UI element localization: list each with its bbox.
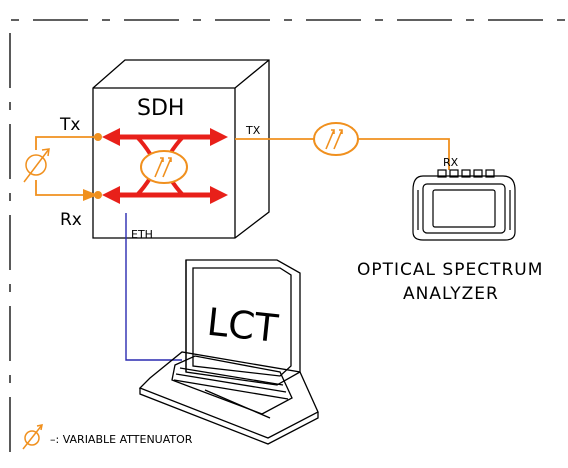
eth-label: ETH	[131, 228, 153, 241]
internal-attenuator-icon	[140, 150, 188, 184]
lct-laptop	[138, 259, 319, 445]
variable-attenuator-icon	[23, 148, 50, 183]
tx-right-label: TX	[245, 124, 261, 137]
spectrum-analyzer-device	[412, 169, 516, 241]
rx-port-dot	[94, 191, 102, 199]
ethernet-cable	[125, 213, 182, 361]
analyzer-label-line1: OPTICAL SPECTRUM	[357, 260, 543, 280]
tx-port-dot	[94, 133, 102, 141]
legend-text: –: VARIABLE ATTENUATOR	[50, 433, 193, 446]
loopback-fiber	[35, 136, 98, 196]
inline-attenuator-icon	[313, 122, 359, 156]
rx-arrowhead	[83, 189, 98, 201]
analyzer-label-line2: ANALYZER	[403, 284, 499, 304]
dashed-frame	[9, 19, 568, 452]
sdh-label: SDH	[137, 96, 184, 121]
lct-label: LCT	[205, 300, 281, 351]
legend-attenuator-icon	[22, 424, 43, 450]
tx-fiber	[235, 138, 450, 170]
rx-left-label: Rx	[60, 210, 82, 230]
rx-analyzer-label: RX	[443, 156, 459, 169]
sdh-cube	[92, 59, 270, 239]
tx-left-label: Tx	[59, 115, 80, 135]
